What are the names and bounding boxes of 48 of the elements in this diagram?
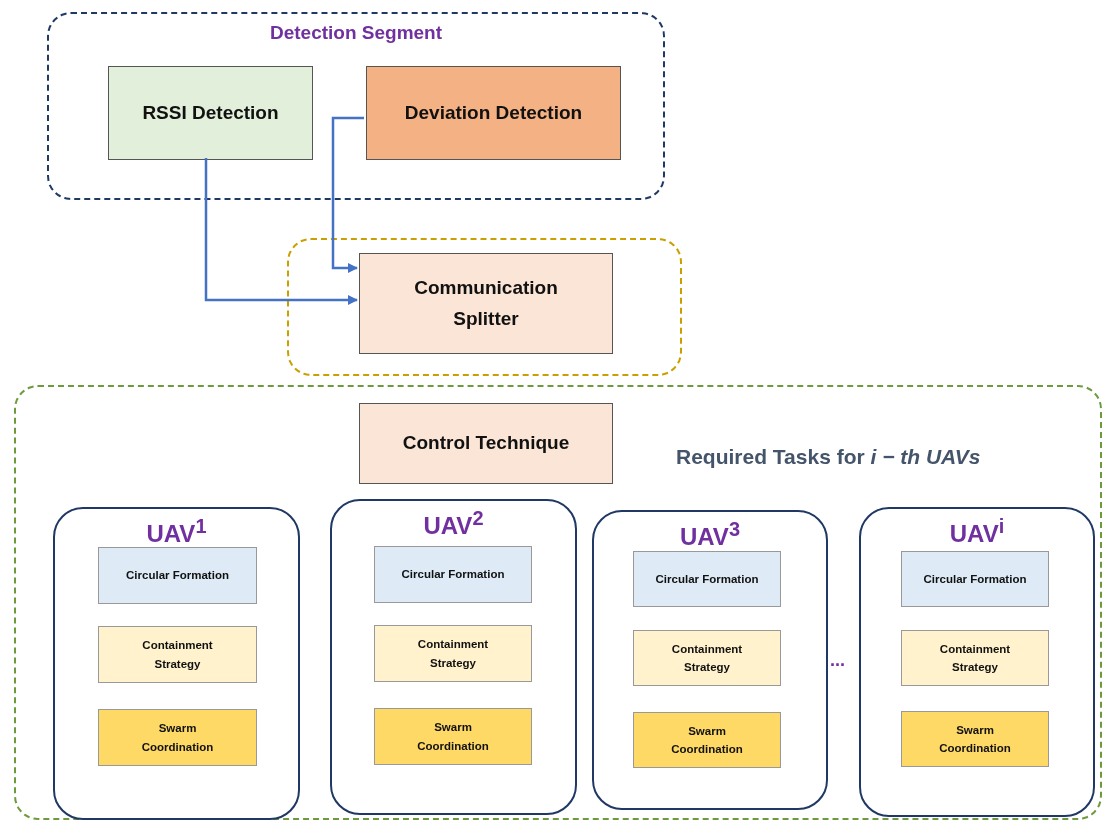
box-label: Swarm Coordination — [938, 722, 1012, 756]
connector-arrow — [204, 158, 358, 305]
ellipsis-mark: ... — [830, 650, 845, 671]
task-box — [98, 709, 257, 766]
task-box — [901, 551, 1049, 607]
task-box — [901, 711, 1049, 767]
task-box — [374, 625, 532, 682]
uav-title: UAV$^{2}$ — [422, 507, 485, 540]
group-title: Required Tasks for i − th UAVs — [676, 445, 981, 469]
task-box — [633, 630, 781, 686]
box-label: Containment Strategy — [938, 641, 1012, 675]
connector-arrow — [331, 116, 364, 273]
box-label: Swarm Coordination — [140, 721, 215, 755]
process-box — [108, 66, 313, 160]
dashed-group-frame — [14, 385, 1102, 820]
box-label: Containment Strategy — [416, 637, 490, 671]
box-label: Circular Formation — [922, 571, 1028, 587]
dashed-group-frame — [47, 12, 665, 200]
task-box — [374, 546, 532, 603]
box-label: Swarm Coordination — [670, 723, 744, 757]
box-label: Communication Splitter — [413, 276, 559, 331]
box-label: Containment Strategy — [670, 641, 744, 675]
box-label: RSSI Detection — [141, 100, 280, 125]
box-label: Containment Strategy — [141, 638, 214, 672]
box-label: Circular Formation — [654, 571, 760, 587]
box-label: Circular Formation — [400, 567, 506, 583]
uav-title: UAV$^{3}$ — [679, 518, 741, 551]
uav-card — [330, 499, 577, 815]
task-box — [633, 551, 781, 607]
process-box — [359, 403, 613, 484]
box-label: Control Technique — [401, 431, 571, 456]
task-box — [374, 708, 532, 765]
uav-card — [53, 507, 300, 820]
box-label: Circular Formation — [125, 568, 230, 584]
group-title: Detection Segment — [268, 22, 444, 44]
task-box — [98, 547, 257, 604]
task-box — [901, 630, 1049, 686]
uav-card — [859, 507, 1095, 817]
task-box — [98, 626, 257, 683]
box-label: Swarm Coordination — [416, 720, 490, 754]
task-box — [633, 712, 781, 768]
process-box — [366, 66, 621, 160]
box-label: Deviation Detection — [403, 100, 584, 125]
dashed-box — [287, 238, 682, 376]
uav-title: UAV$^{i}$ — [948, 515, 1006, 548]
uav-title: UAV$^{1}$ — [145, 515, 208, 548]
uav-card — [592, 510, 828, 810]
process-box — [359, 253, 613, 354]
